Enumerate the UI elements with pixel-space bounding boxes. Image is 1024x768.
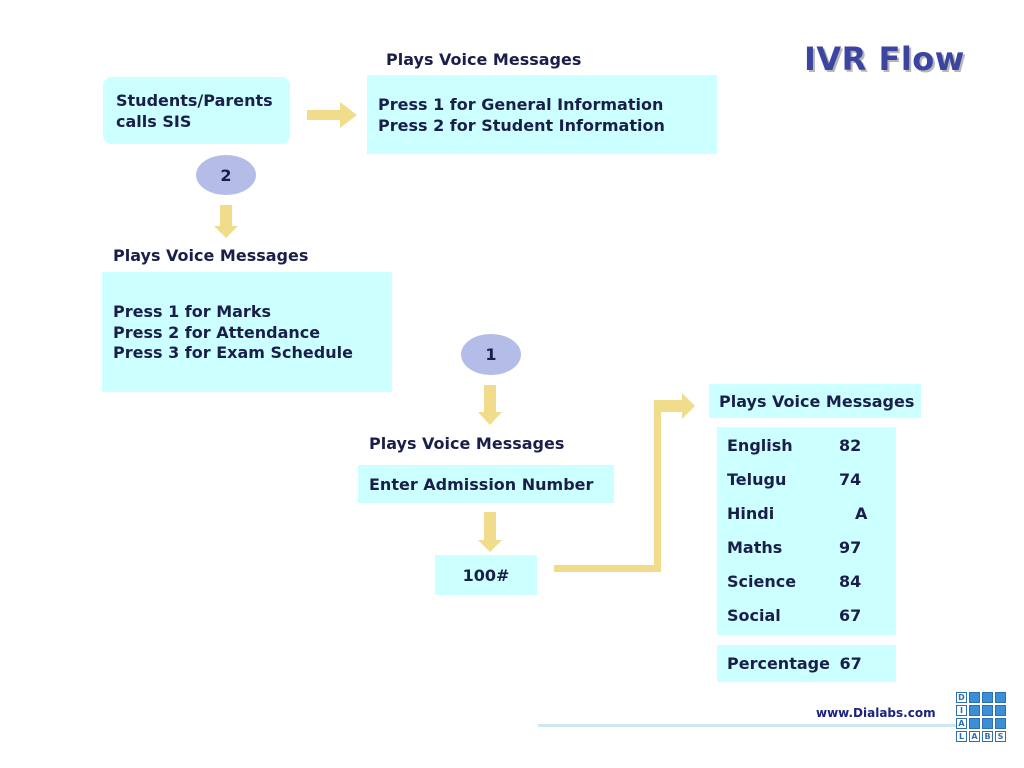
start-box-line-2: calls SIS	[116, 111, 192, 131]
score-hindi: A	[855, 504, 868, 523]
top-menu-option-1: Press 1 for General Information	[378, 95, 664, 114]
subject-science: Science	[727, 572, 797, 591]
logo-letter-s: S	[995, 731, 1006, 742]
admission-input-value: 100#	[462, 566, 510, 585]
step-2-circle: 2	[196, 155, 256, 195]
marks-table: English 82 Telugu 74 Hindi A Maths 97 Sc…	[717, 427, 896, 635]
student-menu-option-1: Press 1 for Marks	[113, 302, 271, 321]
top-menu-option-2: Press 2 for Student Information	[378, 115, 665, 135]
admission-prompt-box: Enter Admission Number	[358, 465, 614, 503]
score-maths: 97	[839, 538, 862, 557]
arrow-elbow-to-marks	[554, 393, 695, 572]
subject-telugu: Telugu	[727, 470, 787, 489]
footer-website: www.Dialabs.com	[816, 706, 936, 720]
marks-header-box: Plays Voice Messages	[709, 384, 921, 418]
admission-prompt: Enter Admission Number	[369, 475, 594, 494]
arrow-down-to-admission	[478, 385, 502, 425]
subject-english: English	[727, 436, 793, 455]
logo-letter-i: I	[956, 705, 967, 716]
page-title: IVR Flow	[804, 40, 965, 78]
percentage-label: Percentage	[727, 654, 830, 673]
dialabs-logo: D I A L A B S	[956, 690, 1008, 748]
arrow-down-to-student-menu	[214, 205, 238, 238]
logo-letter-b: B	[982, 731, 993, 742]
student-menu-box: Press 1 for Marks Press 2 for Attendance…	[102, 272, 392, 392]
admission-header: Plays Voice Messages	[369, 434, 565, 453]
start-box-line-1: Students/Parents	[116, 91, 273, 110]
score-english: 82	[839, 436, 862, 455]
score-science: 84	[839, 572, 862, 591]
student-menu-header: Plays Voice Messages	[113, 246, 309, 265]
top-menu-box: Press 1 for General Information Press 2 …	[367, 75, 717, 154]
subject-maths: Maths	[727, 538, 783, 557]
student-menu-option-3: Press 3 for Exam Schedule	[113, 343, 353, 362]
student-menu-option-2: Press 2 for Attendance	[113, 322, 321, 342]
score-social: 67	[839, 606, 862, 625]
score-telugu: 74	[839, 470, 862, 489]
percentage-box: Percentage 67	[717, 645, 896, 682]
arrow-right-to-top-menu	[307, 102, 357, 128]
admission-input-box: 100#	[435, 555, 537, 595]
start-box: Students/Parents calls SIS	[103, 77, 290, 144]
logo-letter-d: D	[956, 692, 967, 703]
arrow-down-to-input	[478, 512, 502, 552]
subject-social: Social	[727, 606, 781, 625]
percentage-value: 67	[839, 654, 862, 673]
logo-letter-l: L	[956, 731, 967, 742]
logo-letter-a2: A	[969, 731, 980, 742]
marks-header: Plays Voice Messages	[719, 392, 915, 411]
footer-divider	[538, 724, 958, 727]
logo-letter-a: A	[956, 718, 967, 729]
step-1-circle: 1	[461, 334, 521, 375]
subject-hindi: Hindi	[727, 504, 775, 523]
top-menu-header: Plays Voice Messages	[386, 50, 582, 69]
